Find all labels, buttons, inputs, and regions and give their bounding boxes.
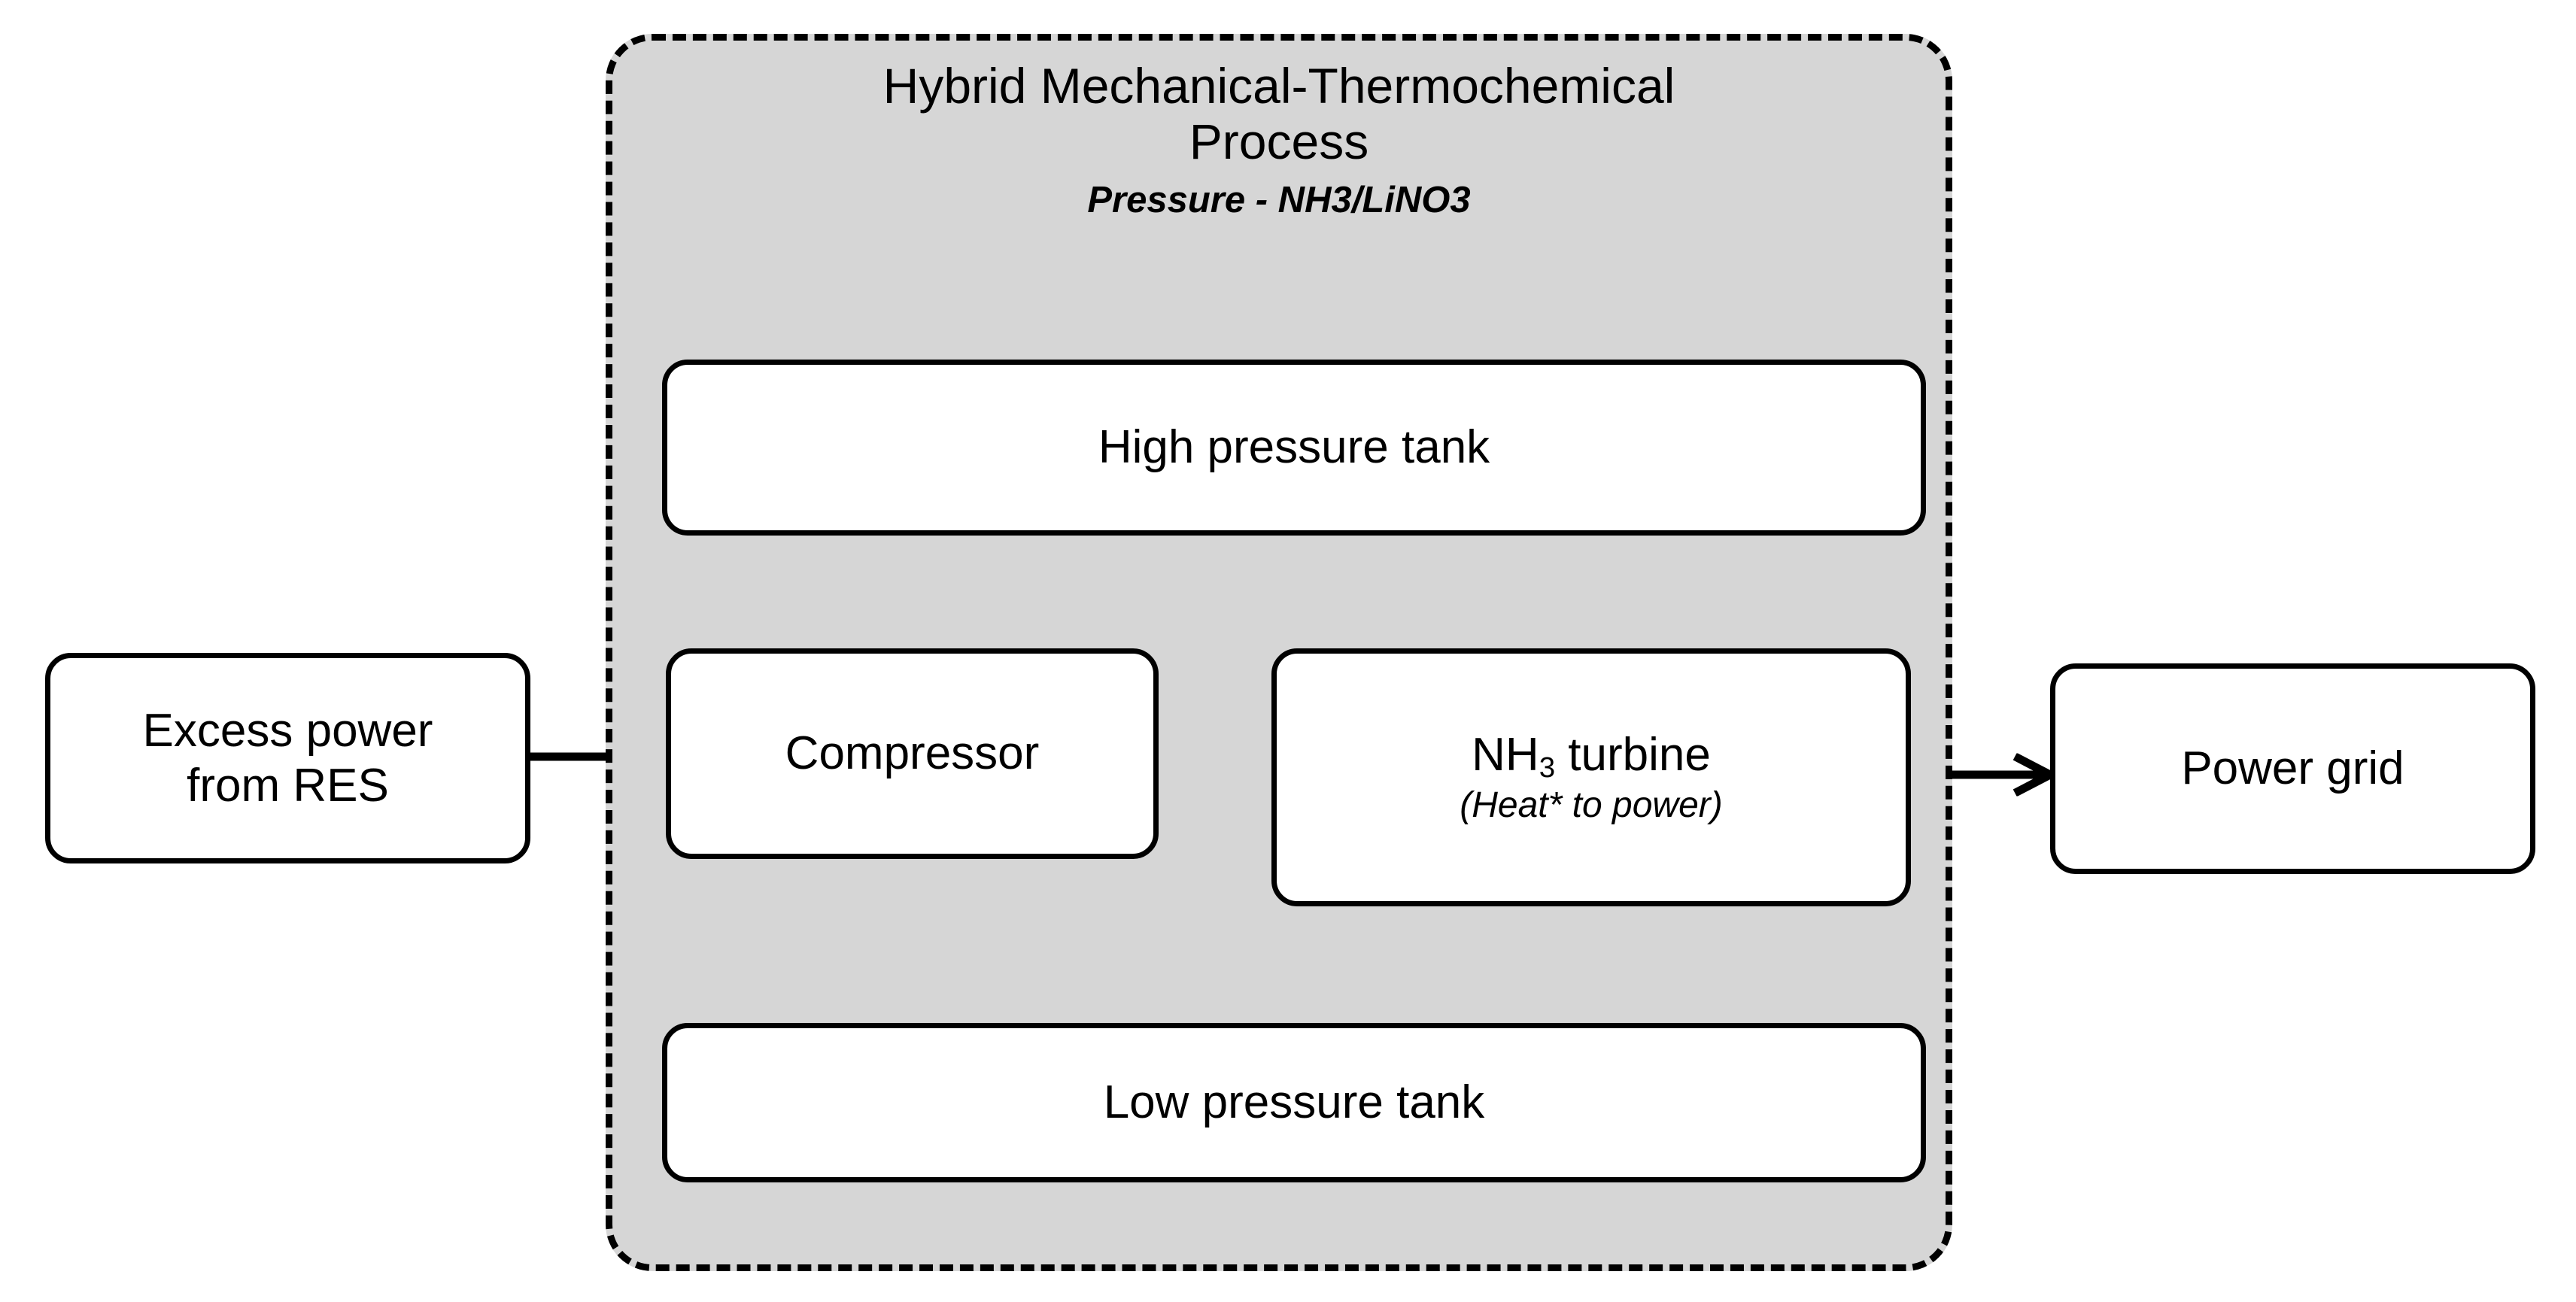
- node-excess-power-label-line-2: from RES: [187, 760, 389, 812]
- node-excess-power-label-line-1: Excess power: [142, 704, 433, 757]
- node-nh3-turbine[interactable]: NH3 turbine (Heat* to power): [1271, 648, 1911, 906]
- node-compressor-label: Compressor: [785, 727, 1040, 780]
- group-title: Hybrid Mechanical-Thermochemical Process…: [606, 58, 1952, 221]
- node-nh3-turbine-label-subscript: 3: [1539, 751, 1556, 785]
- group-title-line-2: Process: [1189, 113, 1369, 169]
- node-nh3-turbine-sublabel: (Heat* to power): [1460, 785, 1723, 826]
- group-title-line-1: Hybrid Mechanical-Thermochemical: [882, 58, 1675, 114]
- node-excess-power-from-res[interactable]: Excess power from RES: [45, 653, 530, 863]
- node-high-pressure-tank-label: High pressure tank: [1098, 421, 1490, 474]
- node-power-grid[interactable]: Power grid: [2050, 663, 2535, 874]
- node-nh3-turbine-label: NH3 turbine: [1472, 727, 1711, 785]
- node-nh3-turbine-label-pre: NH: [1472, 728, 1539, 781]
- node-power-grid-label: Power grid: [2181, 742, 2404, 795]
- group-subtitle: Pressure - NH3/LiNO3: [1087, 179, 1471, 220]
- node-low-pressure-tank[interactable]: Low pressure tank: [662, 1023, 1926, 1182]
- node-high-pressure-tank[interactable]: High pressure tank: [662, 360, 1926, 536]
- node-low-pressure-tank-label: Low pressure tank: [1103, 1076, 1485, 1129]
- node-nh3-turbine-label-post: turbine: [1555, 728, 1711, 781]
- node-compressor[interactable]: Compressor: [666, 648, 1159, 859]
